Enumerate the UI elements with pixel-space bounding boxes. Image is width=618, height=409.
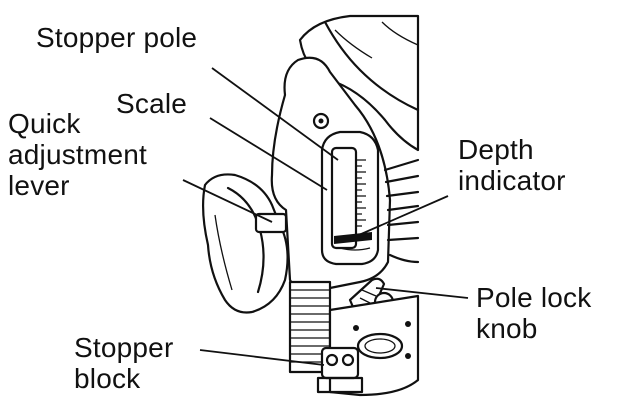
stopper-pole [330,146,358,250]
leader-scale [209,117,328,191]
label-scale: Scale [116,88,187,119]
label-pole-lock-line2: knob [476,313,538,344]
housing-contour [323,20,420,112]
label-depth-indicator: Depth indicator [458,134,566,196]
label-quick-adjustment-lever: Quick adjustment lever [8,108,147,201]
label-stopper-block: Stopper block [74,332,173,394]
leader-stopper-pole [211,67,339,161]
quick-adjustment-lever [201,173,289,314]
label-depth-line1: Depth [458,134,534,165]
leader-pole-lock-knob [375,287,469,299]
leader-depth-indicator [351,195,449,239]
label-depth-line2: indicator [458,165,566,196]
base-hole [356,332,404,360]
scale-ticks [356,159,366,227]
label-quick-line2: adjustment [8,139,147,170]
label-stopper-block-line1: Stopper [74,332,174,363]
stopper-block [316,346,364,394]
label-pole-lock-line1: Pole lock [476,282,592,313]
label-stopper-pole-text: Stopper pole [36,22,198,53]
label-pole-lock-knob: Pole lock knob [476,282,591,344]
leader-stopper-block [199,349,325,366]
label-stopper-block-line2: block [74,363,141,394]
label-quick-line1: Quick [8,108,81,139]
label-scale-text: Scale [116,88,188,119]
leader-lines [182,67,469,366]
leader-quick-adjustment-lever [182,179,273,223]
label-stopper-pole: Stopper pole [36,22,197,53]
label-quick-line3: lever [8,170,70,201]
